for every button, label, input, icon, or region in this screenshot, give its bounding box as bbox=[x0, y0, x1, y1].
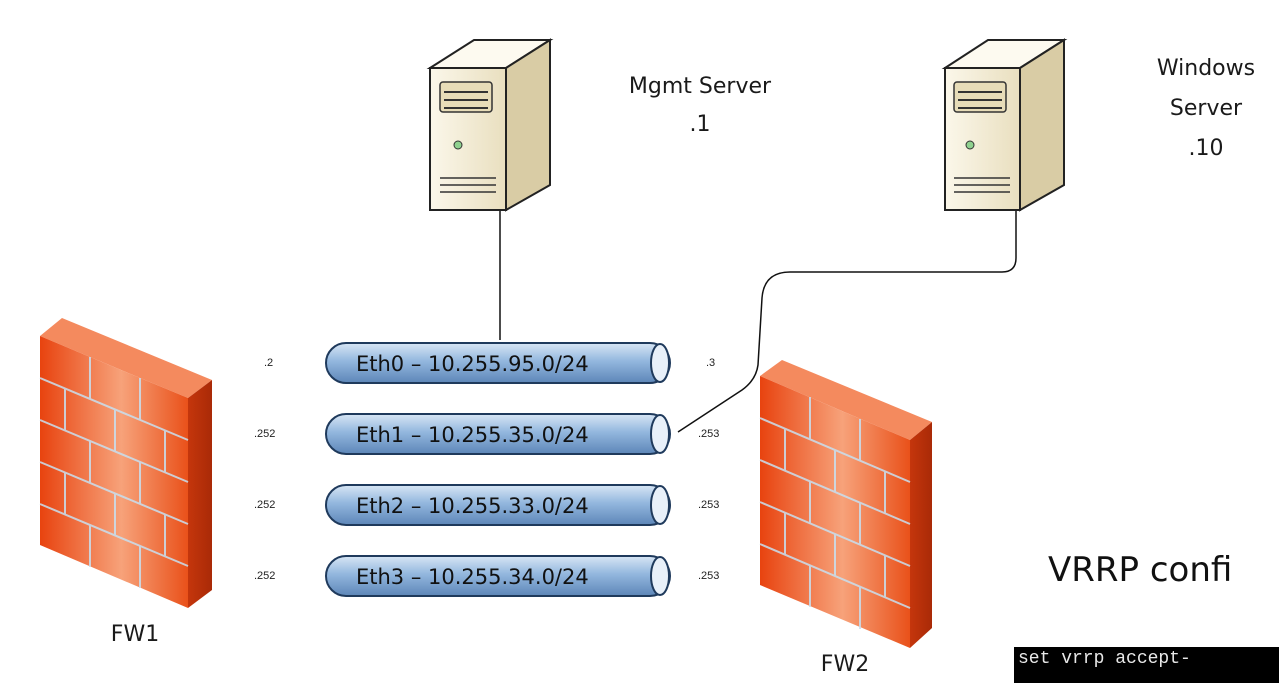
mgmt-server-ip: .1 bbox=[689, 112, 711, 137]
network-eth0-pipe: Eth0 – 10.255.95.0/24 bbox=[325, 342, 671, 384]
network-eth2-label: Eth2 – 10.255.33.0/24 bbox=[356, 494, 589, 518]
eth1-fw2-ip: .253 bbox=[698, 428, 720, 440]
eth0-fw1-ip: .2 bbox=[264, 357, 274, 369]
windows-server-icon bbox=[941, 38, 1068, 212]
mgmt-server-name: Mgmt Server bbox=[628, 74, 772, 99]
network-eth1-pipe: Eth1 – 10.255.35.0/24 bbox=[325, 413, 671, 455]
mgmt-server-icon bbox=[426, 38, 554, 212]
fw2-firewall-icon bbox=[759, 360, 932, 648]
eth0-fw2-ip: .3 bbox=[706, 357, 716, 369]
eth1-fw1-ip: .252 bbox=[254, 428, 276, 440]
windows-server-ip: .10 bbox=[1188, 136, 1224, 161]
fw2-label: FW2 bbox=[820, 652, 870, 677]
windows-server-link bbox=[677, 205, 1017, 433]
network-eth3-pipe: Eth3 – 10.255.34.0/24 bbox=[325, 555, 671, 597]
fw1-firewall-icon bbox=[39, 318, 212, 608]
eth2-fw1-ip: .252 bbox=[254, 499, 276, 511]
vrrp-config-title: VRRP confi bbox=[1048, 550, 1233, 590]
eth2-fw2-ip: .253 bbox=[698, 499, 720, 511]
network-eth0-label: Eth0 – 10.255.95.0/24 bbox=[356, 352, 589, 376]
windows-server-name-line1: Windows bbox=[1156, 56, 1256, 81]
network-eth2-pipe: Eth2 – 10.255.33.0/24 bbox=[325, 484, 671, 526]
eth3-fw2-ip: .253 bbox=[698, 570, 720, 582]
network-eth3-label: Eth3 – 10.255.34.0/24 bbox=[356, 565, 589, 589]
fw1-label: FW1 bbox=[110, 622, 160, 647]
eth3-fw1-ip: .252 bbox=[254, 570, 276, 582]
network-eth1-label: Eth1 – 10.255.35.0/24 bbox=[356, 423, 589, 447]
vrrp-command-snippet: set vrrp accept- bbox=[1014, 647, 1279, 683]
windows-server-name-line2: Server bbox=[1169, 96, 1243, 121]
